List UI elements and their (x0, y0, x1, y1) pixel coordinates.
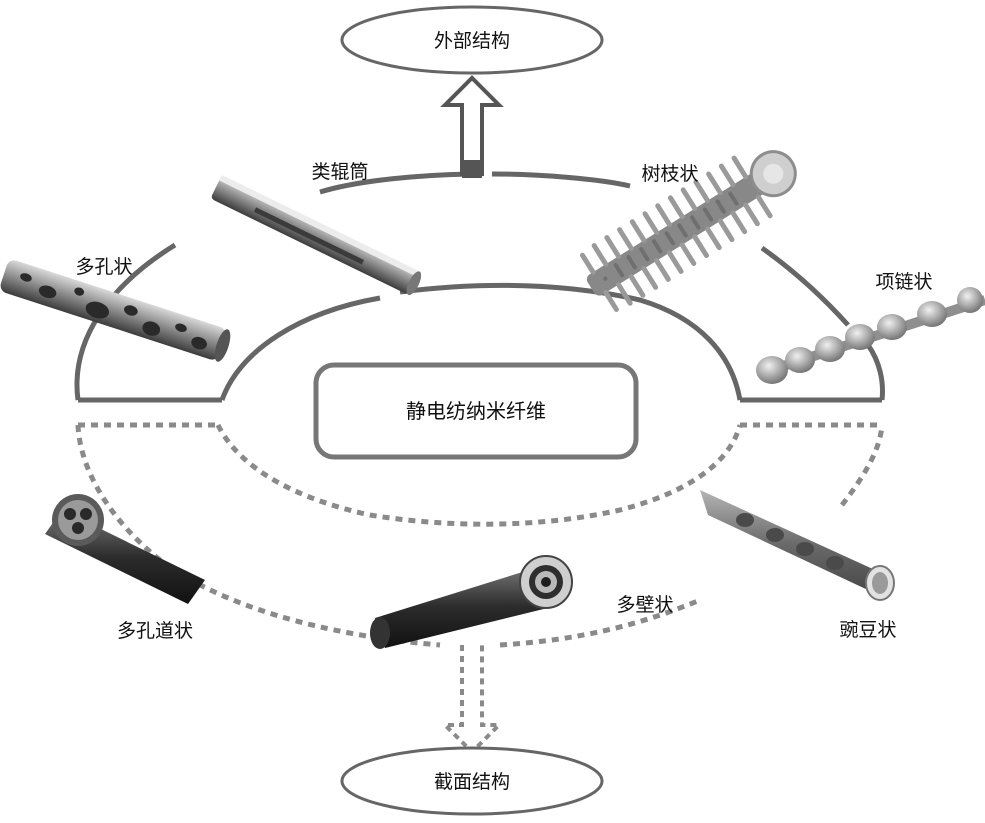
dashed-outer-right (840, 424, 885, 507)
label-multichannel: 多孔道状 (117, 620, 193, 642)
label-roller: 类辊筒 (311, 161, 368, 183)
center-node: 静电纺纳米纤维 (313, 362, 639, 460)
outer-ring-upper (74, 171, 885, 403)
pea-fiber-image (700, 490, 895, 601)
outer-arc-top-right (491, 171, 631, 189)
bottom-node-label: 截面结构 (434, 771, 510, 793)
dashed-outer-left (75, 424, 441, 648)
necklace-fiber-image (756, 287, 985, 384)
porous-fiber-image (0, 260, 231, 362)
dashed-ring-lower (75, 422, 885, 648)
center-label: 静电纺纳米纤维 (406, 399, 546, 423)
dashed-inner-ellipse (215, 423, 743, 527)
up-arrow (440, 75, 504, 178)
outer-arc-top-left (319, 171, 471, 195)
inner-arc-right (399, 282, 743, 401)
top-node-label: 外部结构 (434, 30, 510, 52)
roller-fiber-image (211, 175, 422, 296)
label-pea: 豌豆状 (839, 619, 896, 641)
inner-ring-upper (219, 282, 743, 401)
inner-arc-left (219, 295, 381, 401)
dashed-outer-mid (499, 597, 701, 648)
label-multiwall: 多壁状 (616, 594, 673, 616)
multiwall-fiber-image (370, 555, 573, 649)
dendritic-fiber-image (579, 150, 797, 312)
bottom-node: 截面结构 (340, 746, 604, 816)
outer-arc-right-upper (760, 245, 850, 327)
multichannel-fiber-image (45, 494, 205, 604)
outer-arc-right-lower (865, 343, 885, 401)
label-porous: 多孔状 (75, 256, 132, 278)
label-necklace: 项链状 (875, 271, 932, 293)
down-arrow (440, 645, 504, 755)
top-node: 外部结构 (340, 5, 604, 75)
label-dendritic: 树枝状 (641, 163, 698, 185)
